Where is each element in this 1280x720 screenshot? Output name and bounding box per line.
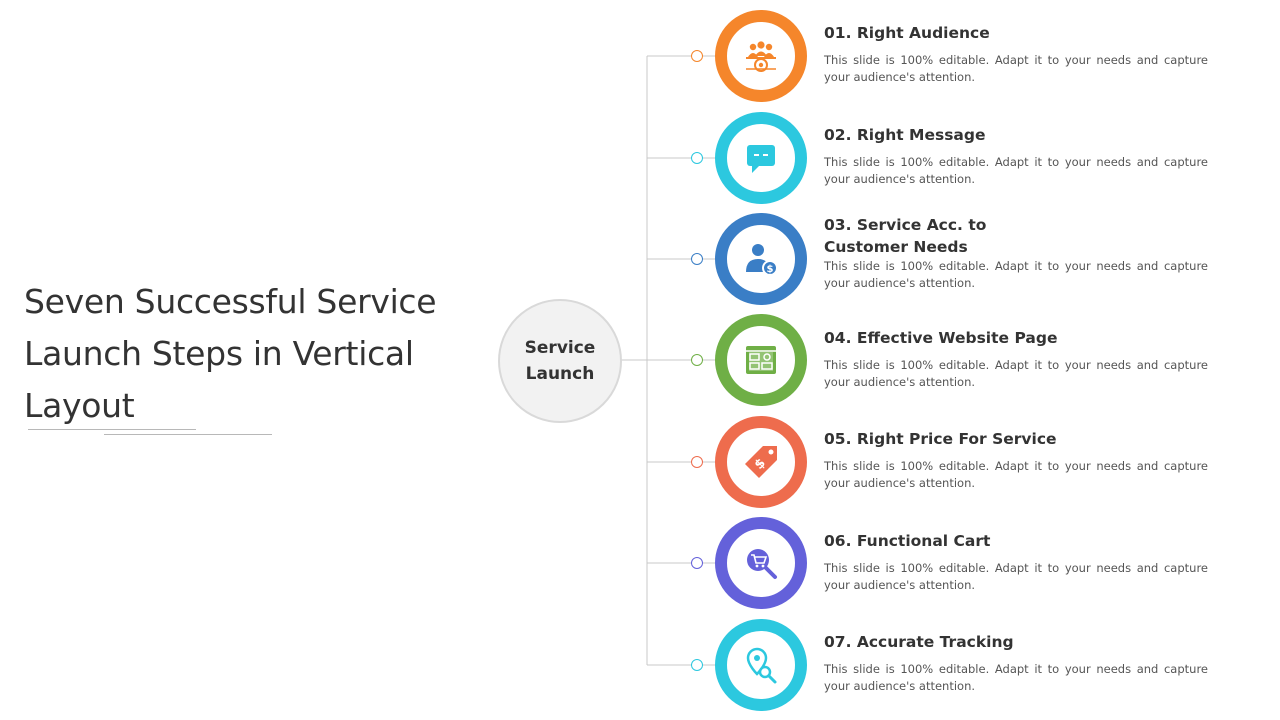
slide-title: Seven Successful Service Launch Steps in…: [24, 282, 437, 425]
step-1: 01. Right Audience This slide is 100% ed…: [824, 22, 1214, 86]
customer-dollar-icon: $: [746, 244, 778, 276]
title-underline: [28, 429, 196, 430]
step-connector-dot: [691, 152, 703, 164]
step-title: 03. Service Acc. to Customer Needs: [824, 216, 987, 256]
svg-text:$: $: [767, 264, 774, 275]
step-title: 06. Functional Cart: [824, 532, 991, 550]
step-description: This slide is 100% editable. Adapt it to…: [824, 459, 1208, 490]
step-connector-dot: [691, 50, 703, 62]
title-underline: [104, 434, 272, 435]
step-2-icon-ring: [715, 112, 807, 204]
step-connector-dot: [691, 659, 703, 671]
step-description: This slide is 100% editable. Adapt it to…: [824, 561, 1208, 592]
cart-search-icon: [747, 549, 777, 579]
step-description: This slide is 100% editable. Adapt it to…: [824, 155, 1208, 186]
step-5-icon-ring: $: [715, 416, 807, 508]
step-6: 06. Functional Cart This slide is 100% e…: [824, 530, 1214, 594]
step-5: 05. Right Price For Service This slide i…: [824, 428, 1214, 492]
step-description: This slide is 100% editable. Adapt it to…: [824, 662, 1208, 693]
step-1-icon-ring: [715, 10, 807, 102]
step-title: 04. Effective Website Page: [824, 329, 1058, 347]
hub-label: Service Launch: [524, 338, 596, 384]
step-connector-dot: [691, 456, 703, 468]
step-4: 04. Effective Website Page This slide is…: [824, 327, 1214, 391]
step-connector-dot: [691, 354, 703, 366]
step-7-icon-ring: [715, 619, 807, 711]
step-description: This slide is 100% editable. Adapt it to…: [824, 358, 1208, 389]
step-4-icon-ring: [715, 314, 807, 406]
step-3: 03. Service Acc. to Customer Needs This …: [824, 214, 1214, 292]
step-6-icon-ring: [715, 517, 807, 609]
step-description: This slide is 100% editable. Adapt it to…: [824, 53, 1208, 84]
step-title: 05. Right Price For Service: [824, 430, 1057, 448]
step-description: This slide is 100% editable. Adapt it to…: [824, 259, 1208, 290]
location-tracking-icon: [746, 647, 777, 684]
step-7: 07. Accurate Tracking This slide is 100%…: [824, 631, 1214, 695]
step-title: 01. Right Audience: [824, 24, 990, 42]
webpage-icon: [746, 346, 776, 374]
step-title: 02. Right Message: [824, 126, 986, 144]
step-3-icon-ring: $: [715, 213, 807, 305]
step-2: 02. Right Message This slide is 100% edi…: [824, 124, 1214, 188]
step-title: 07. Accurate Tracking: [824, 633, 1014, 651]
chat-bubble-icon: [747, 145, 775, 173]
audience-target-icon: [746, 41, 776, 72]
hub-circle: Service Launch: [498, 299, 622, 423]
price-tag-icon: $: [745, 446, 777, 478]
step-connector-dot: [691, 557, 703, 569]
step-connector-dot: [691, 253, 703, 265]
